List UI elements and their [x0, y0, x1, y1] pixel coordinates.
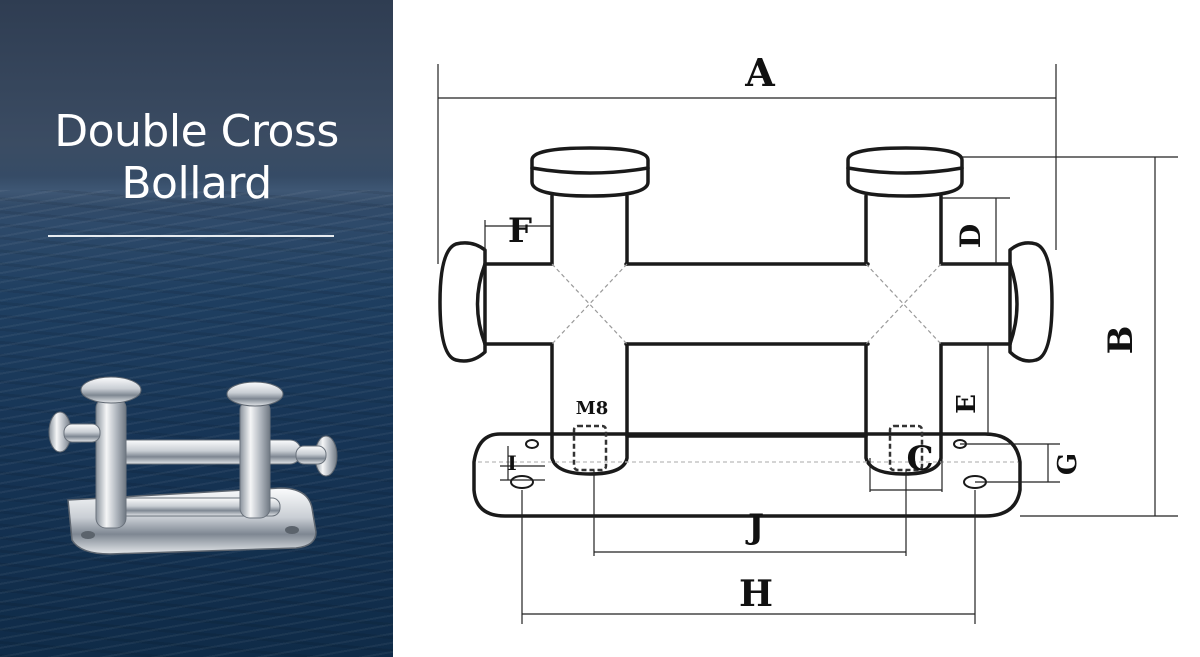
sea-horizon [0, 176, 393, 206]
hole-left-small [525, 439, 539, 449]
base-plate [472, 432, 1022, 518]
bollard-photo-hole-left [81, 531, 95, 539]
product-title-line-1: Double Cross [54, 106, 339, 157]
bollard-photo-right-cap [226, 381, 284, 407]
dim-label-i: I [507, 451, 516, 475]
product-title-line-2: Bollard [121, 158, 272, 209]
left-horn [438, 241, 487, 363]
dim-label-e: E [952, 394, 982, 414]
bollard-photo-left-cap [80, 376, 142, 404]
bollard-photo [48, 376, 338, 555]
bollard-photo-left-post [95, 397, 127, 529]
dim-label-g: G [1053, 453, 1083, 475]
right-cap [846, 146, 964, 198]
thread-label-m8: M8 [576, 398, 608, 419]
hidden-lines [478, 263, 1018, 463]
dim-label-h: H [739, 573, 773, 615]
dim-label-j: J [745, 507, 764, 547]
bollard-outline [438, 146, 1054, 518]
dim-label-c: C [906, 439, 933, 479]
thread-left [572, 424, 608, 472]
dim-label-a: A [744, 50, 775, 95]
dim-label-d: D [954, 224, 987, 248]
technical-drawing: A B F D E G C I J H M8 [437, 50, 1178, 624]
bollard-photo-hole-right [285, 526, 299, 534]
dim-label-f: F [508, 211, 532, 251]
hole-left-large [510, 475, 534, 489]
title-divider [48, 235, 334, 237]
dim-label-b: B [1101, 326, 1141, 355]
bollard-photo-right-post [239, 399, 271, 519]
left-cap [530, 146, 650, 198]
right-horn [1008, 241, 1054, 363]
product-title: Double Cross Bollard [0, 106, 393, 210]
dimension-lines [437, 64, 1178, 624]
hero-panel: Double Cross Bollard [0, 0, 393, 657]
